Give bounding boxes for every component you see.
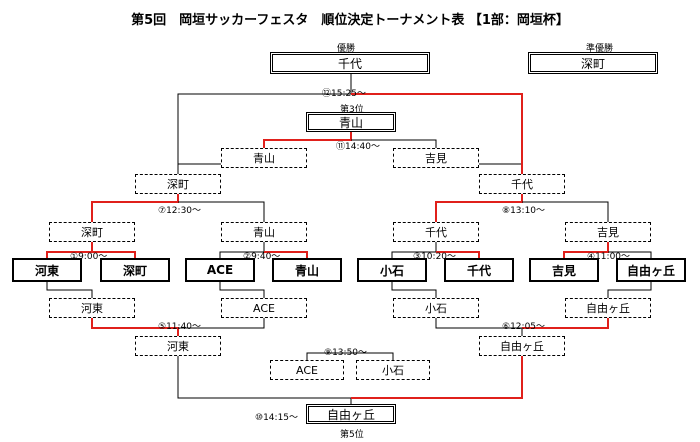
team-box-8: 自由ヶ丘 (616, 258, 686, 282)
bracket-line-8 (608, 251, 652, 258)
match-4-winner: 吉見 (565, 222, 651, 242)
bracket-line-29 (351, 93, 523, 174)
match-10-no: ⑩ (255, 413, 264, 423)
match-8-time: ⑧13:10～ (502, 203, 545, 216)
bracket-line-10 (219, 282, 265, 298)
match-7-winner: 深町 (135, 174, 221, 194)
bracket-line-11 (391, 282, 437, 298)
match-8-no: ⑧ (502, 206, 511, 216)
champion-label: 優勝 (337, 44, 356, 54)
bracket-line-23 (351, 356, 523, 399)
bracket-line-6 (436, 251, 480, 258)
bracket-line-16 (522, 201, 609, 222)
bracket-line-26 (263, 132, 352, 148)
bracket-line-13 (91, 194, 179, 222)
match-11-start: 14:40～ (345, 142, 380, 152)
match-1-no: ① (70, 252, 79, 262)
runner-up-label: 準優勝 (586, 44, 614, 54)
bracket-line-25 (479, 163, 523, 174)
bracket-line-4 (264, 251, 308, 258)
match-3-loser: 小石 (393, 298, 479, 318)
bracket-line-5 (391, 242, 437, 258)
bracket-line-3 (219, 242, 265, 258)
match-5-winner: 河東 (135, 336, 221, 356)
match-7-start: 12:30～ (166, 206, 202, 216)
match-5-start: 11:40～ (166, 322, 202, 332)
match-1-start: 9:00～ (78, 252, 108, 262)
bracket-line-20 (522, 318, 609, 329)
page-title: 第5回 岡垣サッカーフェスタ 順位決定トーナメント表 【1部：岡垣杯】 (131, 13, 569, 28)
match-1-winner: 深町 (49, 222, 135, 242)
bracket-line-19 (435, 318, 523, 336)
bracket-line-27 (351, 139, 437, 148)
fifth-place-label: 第5位 (340, 430, 364, 440)
bracket-line-24 (177, 163, 221, 174)
match-3-start: 10:20～ (421, 252, 457, 262)
bracket-line-17 (91, 318, 179, 336)
match-11-time: ⑪14:40～ (336, 139, 380, 152)
bracket-line-12 (607, 282, 652, 298)
bracket-line-9 (46, 282, 93, 298)
match-2-time: ②9:40～ (243, 249, 280, 262)
match-5-time: ⑤11:40～ (158, 319, 201, 332)
match-1-time: ①9:00～ (70, 249, 107, 262)
match-3-time: ③10:20～ (413, 249, 456, 262)
bracket-line-15 (435, 194, 523, 222)
bracket-line-21 (306, 352, 394, 360)
match-11-team-a: 青山 (221, 148, 307, 168)
match-2-start: 9:40～ (251, 252, 281, 262)
match-4-start: 11:00～ (595, 252, 631, 262)
match-5-no: ⑤ (158, 322, 167, 332)
bracket-line-1 (46, 242, 93, 258)
match-4-loser: 自由ヶ丘 (565, 298, 651, 318)
match-9-no: ⑨ (324, 348, 333, 358)
champion-box: 千代 (270, 52, 430, 74)
match-11-team-b: 吉見 (393, 148, 479, 168)
runner-up-box: 深町 (528, 52, 658, 74)
bracket-line-22 (177, 356, 352, 404)
team-box-1: 河東 (12, 258, 82, 282)
team-box-6: 千代 (444, 258, 514, 282)
match-12-start: 15:25～ (331, 89, 366, 99)
fifth-place-box: 自由ヶ丘 (306, 404, 396, 424)
bracket-line-18 (178, 318, 265, 329)
match-8-winner: 千代 (479, 174, 565, 194)
match-12-no: ⑫ (322, 89, 332, 99)
match-6-time: ⑥12:05～ (502, 319, 545, 332)
match-4-time: ④11:00～ (587, 249, 630, 262)
match-9-time: ⑨13:50～ (324, 345, 367, 358)
match-2-loser: ACE (221, 298, 307, 318)
team-box-5: 小石 (357, 258, 427, 282)
match-8-start: 13:10～ (510, 206, 546, 216)
match-10-time: ⑩14:15～ (255, 410, 298, 423)
match-1-loser: 河東 (49, 298, 135, 318)
third-place-box: 青山 (306, 112, 396, 132)
match-3-no: ③ (413, 252, 422, 262)
match-7-time: ⑦12:30～ (158, 203, 201, 216)
match-6-no: ⑥ (502, 322, 511, 332)
match-10-start: 14:15～ (263, 413, 299, 423)
match-3-winner: 千代 (393, 222, 479, 242)
bracket-line-2 (92, 251, 136, 258)
bracket-line-14 (178, 201, 265, 222)
bracket-line-7 (563, 242, 609, 258)
match-6-winner: 自由ヶ丘 (479, 336, 565, 356)
match-9-start: 13:50～ (332, 348, 368, 358)
team-box-4: 青山 (272, 258, 342, 282)
match-2-no: ② (243, 252, 252, 262)
match-7-no: ⑦ (158, 206, 167, 216)
team-box-2: 深町 (100, 258, 170, 282)
match-11-no: ⑪ (336, 142, 346, 152)
team-box-7: 吉見 (529, 258, 599, 282)
match-9-team-b: 小石 (356, 360, 430, 380)
match-12-time: ⑫15:25～ (322, 86, 366, 99)
third-place-label: 第3位 (340, 105, 364, 115)
bracket-line-28 (177, 74, 352, 174)
team-box-3: ACE (185, 258, 255, 282)
match-4-no: ④ (587, 252, 596, 262)
match-2-winner: 青山 (221, 222, 307, 242)
match-9-team-a: ACE (270, 360, 344, 380)
match-6-start: 12:05～ (510, 322, 546, 332)
